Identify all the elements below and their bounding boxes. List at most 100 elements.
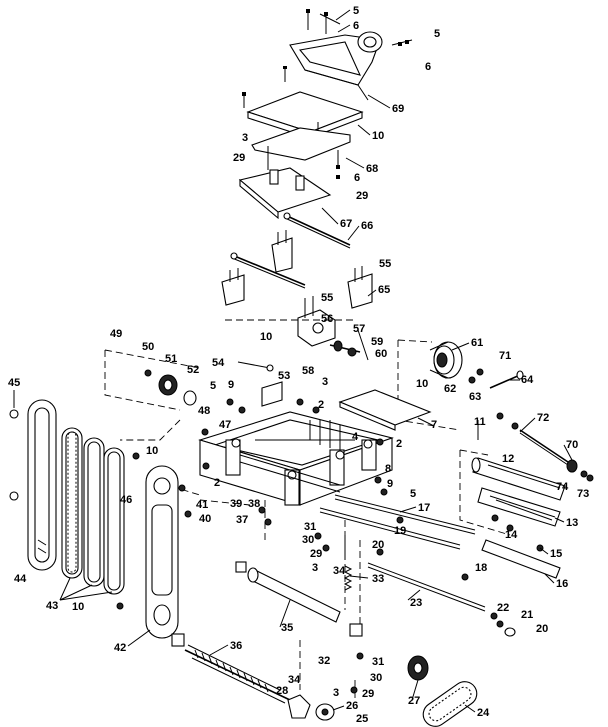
callout-55: 55 (379, 258, 391, 270)
callout-37: 37 (236, 514, 248, 526)
callout-55: 55 (321, 292, 333, 304)
callout-11: 11 (474, 416, 486, 428)
callout-59: 59 (371, 336, 383, 348)
callout-34: 34 (288, 674, 301, 686)
callout-67: 67 (340, 218, 352, 230)
callout-8: 8 (385, 463, 391, 475)
callout-3: 3 (333, 687, 339, 699)
callout-36: 36 (230, 640, 242, 652)
callout-20: 20 (372, 539, 384, 551)
callout-35: 35 (281, 622, 293, 634)
callout-2: 2 (214, 477, 220, 489)
callout-45: 45 (8, 377, 20, 389)
callout-38: 38 (248, 498, 260, 510)
callout-10: 10 (260, 331, 272, 343)
callout-47: 47 (219, 419, 231, 431)
roller-part-12 (471, 457, 566, 501)
callout-17: 17 (418, 502, 430, 514)
callout-40: 40 (199, 513, 211, 525)
callout-18: 18 (475, 562, 487, 574)
bolt-part-45 (9, 409, 19, 419)
callout-39: 39 (230, 498, 242, 510)
callout-2: 2 (318, 399, 324, 411)
callout-74: 74 (556, 481, 569, 493)
callout-6: 6 (353, 20, 359, 32)
callout-56: 56 (321, 313, 333, 325)
callout-65: 65 (378, 284, 390, 296)
callout-58: 58 (302, 365, 314, 377)
callout-19: 19 (394, 525, 406, 537)
plate-part-53 (261, 381, 283, 407)
callout-10: 10 (372, 130, 384, 142)
gear-part-51 (144, 369, 197, 406)
shaft-part-35 (235, 561, 341, 623)
callout-9: 9 (387, 478, 393, 490)
callout-15: 15 (550, 548, 562, 560)
callout-29: 29 (362, 688, 374, 700)
rod-lower (230, 252, 306, 289)
pin-part-54 (237, 361, 274, 372)
shaft-part-64 (468, 368, 524, 389)
callout-30: 30 (370, 672, 382, 684)
callout-5: 5 (434, 28, 440, 40)
callout-49: 49 (110, 328, 122, 340)
callout-31: 31 (304, 521, 316, 533)
callout-12: 12 (502, 453, 514, 465)
callout-30: 30 (302, 534, 314, 546)
belts-part-43 (61, 427, 125, 595)
callout-3: 3 (312, 562, 318, 574)
callout-70: 70 (566, 439, 578, 451)
belt-part-44 (27, 399, 57, 571)
callout-31: 31 (372, 656, 384, 668)
dust-hood-part-69 (289, 31, 383, 101)
callout-29: 29 (233, 152, 245, 164)
callout-46: 46 (120, 494, 132, 506)
roller-part-13 (477, 487, 561, 527)
pulley-part-27 (407, 655, 429, 681)
callout-48: 48 (198, 405, 210, 417)
support-brackets-part-65 (221, 230, 373, 309)
belt-part-24 (422, 681, 478, 727)
callout-41: 41 (196, 499, 208, 511)
callout-23: 23 (410, 597, 422, 609)
callout-53: 53 (278, 370, 290, 382)
callout-73: 73 (577, 488, 589, 500)
plate-part-7 (338, 389, 432, 431)
bar-part-16 (481, 539, 561, 579)
callout-66: 66 (361, 220, 373, 232)
callout-29: 29 (356, 190, 368, 202)
callout-63: 63 (469, 391, 481, 403)
callout-69: 69 (392, 103, 404, 115)
callout-52: 52 (187, 364, 199, 376)
rod-part-17 (334, 494, 476, 535)
callout-3: 3 (242, 132, 248, 144)
callout-20: 20 (536, 623, 548, 635)
callout-61: 61 (471, 337, 483, 349)
chip-deflector-part-67 (238, 158, 332, 220)
callout-71: 71 (499, 350, 511, 362)
callout-9: 9 (228, 379, 234, 391)
callout-13: 13 (566, 517, 578, 529)
link-plate-part-42 (145, 465, 179, 639)
callout-7: 7 (431, 419, 437, 431)
callout-57: 57 (353, 323, 365, 335)
shaft-part-58 (329, 329, 369, 361)
rod-part-66 (283, 212, 351, 249)
block-part-56 (297, 296, 336, 347)
callout-42: 42 (114, 642, 126, 654)
shaft-part-72 (519, 429, 569, 466)
callout-60: 60 (375, 348, 387, 360)
callout-25: 25 (356, 713, 368, 725)
main-frame (198, 411, 394, 506)
callout-24: 24 (477, 707, 490, 719)
callout-33: 33 (372, 573, 384, 585)
bracket-part-68 (251, 127, 351, 179)
callout-64: 64 (521, 374, 534, 386)
fasteners (116, 398, 544, 694)
bolt-left (9, 491, 19, 501)
callout-10: 10 (416, 378, 428, 390)
callout-10: 10 (72, 601, 84, 613)
lead-screw-part-36 (171, 633, 291, 704)
spring-part-33 (343, 535, 353, 591)
